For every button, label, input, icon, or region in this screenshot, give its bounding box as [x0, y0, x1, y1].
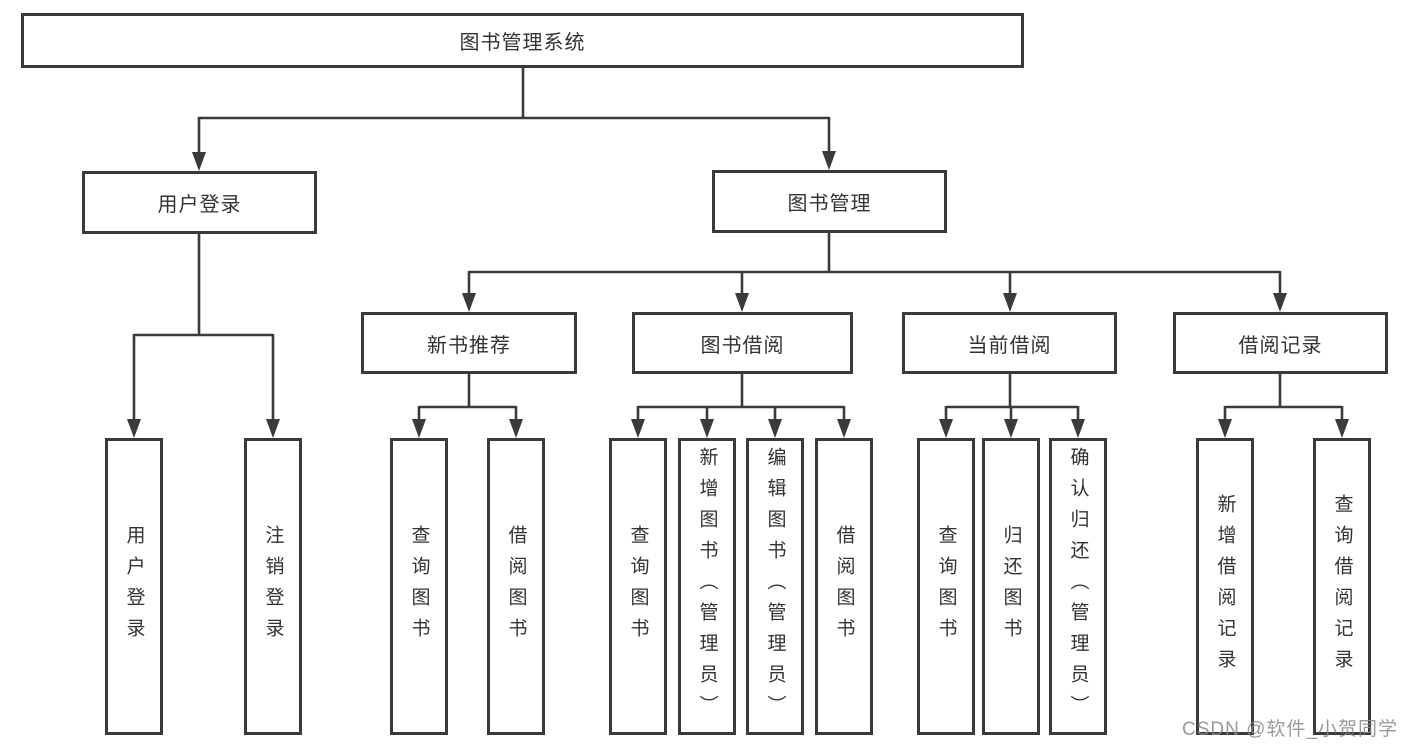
node-user-login: 用户登录	[82, 171, 317, 234]
leaf-label: 新增图书（管理员）	[696, 447, 718, 726]
node-new-book-recommend: 新书推荐	[361, 312, 577, 374]
leaf-label: 查询图书	[627, 524, 649, 649]
leaf-query-books-recommend: 查询图书	[390, 438, 448, 735]
node-borrowing-records: 借阅记录	[1173, 312, 1388, 374]
leaf-label: 查询图书	[408, 524, 430, 649]
leaf-label: 确认归还（管理员）	[1067, 447, 1089, 726]
leaf-return-books: 归还图书	[982, 438, 1040, 735]
leaf-label: 注销登录	[262, 524, 284, 649]
node-label: 用户登录	[157, 194, 242, 216]
leaf-query-borrow-record: 查询借阅记录	[1313, 438, 1371, 735]
leaf-label: 查询借阅记录	[1331, 493, 1353, 680]
leaf-edit-books-admin: 编辑图书（管理员）	[746, 438, 804, 735]
node-label: 图书借阅	[700, 334, 785, 357]
leaf-label: 用户登录	[123, 524, 145, 649]
leaf-user-login: 用户登录	[105, 438, 163, 735]
node-book-management-system: 图书管理系统	[21, 13, 1024, 68]
leaf-label: 编辑图书（管理员）	[764, 447, 786, 726]
leaf-label: 借阅图书	[833, 524, 855, 649]
node-label: 借阅记录	[1238, 334, 1323, 357]
leaf-label: 借阅图书	[505, 524, 527, 649]
node-current-borrowing: 当前借阅	[902, 312, 1117, 374]
leaf-query-books-current: 查询图书	[917, 438, 975, 735]
leaf-query-books-borrowing: 查询图书	[609, 438, 667, 735]
leaf-borrow-books-recommend: 借阅图书	[487, 438, 545, 735]
leaf-add-borrow-record: 新增借阅记录	[1196, 438, 1254, 735]
node-book-borrowing: 图书借阅	[632, 312, 853, 374]
leaf-add-books-admin: 新增图书（管理员）	[678, 438, 736, 735]
node-book-management: 图书管理	[712, 170, 947, 233]
node-label: 图书管理	[787, 193, 872, 215]
node-label: 图书管理系统	[459, 32, 586, 54]
node-label: 新书推荐	[427, 334, 511, 357]
leaf-label: 归还图书	[1000, 524, 1022, 649]
leaf-label: 新增借阅记录	[1214, 493, 1236, 680]
leaf-logout: 注销登录	[244, 438, 302, 735]
leaf-confirm-return-admin: 确认归还（管理员）	[1049, 438, 1107, 735]
node-label: 当前借阅	[967, 334, 1052, 357]
leaf-borrow-books: 借阅图书	[815, 438, 873, 735]
csdn-watermark: CSDN @软件_小贺同学	[1182, 719, 1398, 740]
leaf-label: 查询图书	[935, 524, 957, 649]
